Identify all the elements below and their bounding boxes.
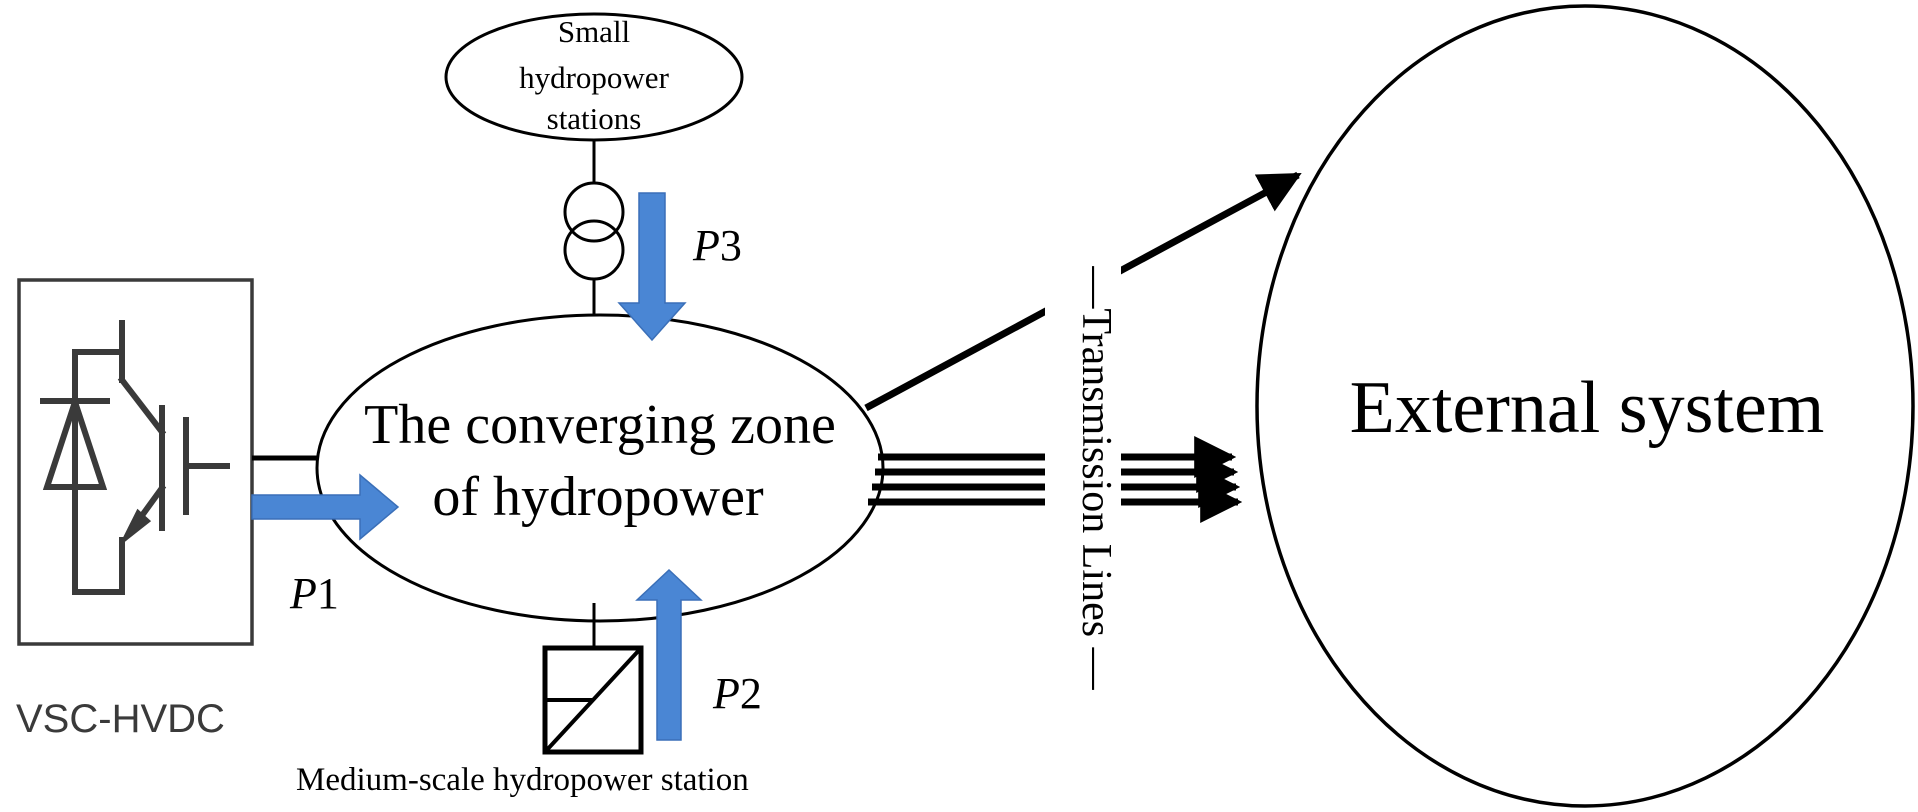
transmission-label-background: [1045, 210, 1121, 680]
small-station-label-line1: Small: [558, 14, 630, 49]
p1-label: P1: [289, 569, 339, 618]
external-system-label: External system: [1350, 367, 1825, 449]
medium-station-label: Medium-scale hydropower station: [296, 762, 749, 798]
medium-station-generator-icon: [542, 645, 644, 755]
p3-power-flow-arrow: [617, 192, 687, 342]
vsc-hvdc-converter: [17, 278, 254, 646]
p1-power-flow-arrow: [251, 473, 400, 541]
converging-zone-node: The converging zone of hydropower: [315, 313, 885, 623]
small-station-label-line2: hydropower: [519, 60, 669, 95]
transmission-lines-label: —Transmission Lines —: [1073, 265, 1119, 690]
small-station-label-line3: stations: [547, 101, 642, 136]
p2-label: P2: [712, 669, 762, 718]
zone-label-line1: The converging zone: [364, 394, 836, 456]
p3-label: P3: [692, 221, 742, 270]
vsc-hvdc-label: VSC-HVDC: [16, 697, 225, 741]
p2-power-flow-arrow: [635, 568, 703, 741]
zone-label-line2: of hydropower: [432, 466, 764, 528]
igbt-diode-symbol-icon: [40, 320, 230, 595]
emitter-arrow-icon: [122, 508, 152, 542]
external-system-node: External system: [1255, 4, 1915, 808]
small-hydropower-stations-node: Small hydropower stations: [444, 12, 744, 142]
transformer-icon: [563, 181, 625, 281]
